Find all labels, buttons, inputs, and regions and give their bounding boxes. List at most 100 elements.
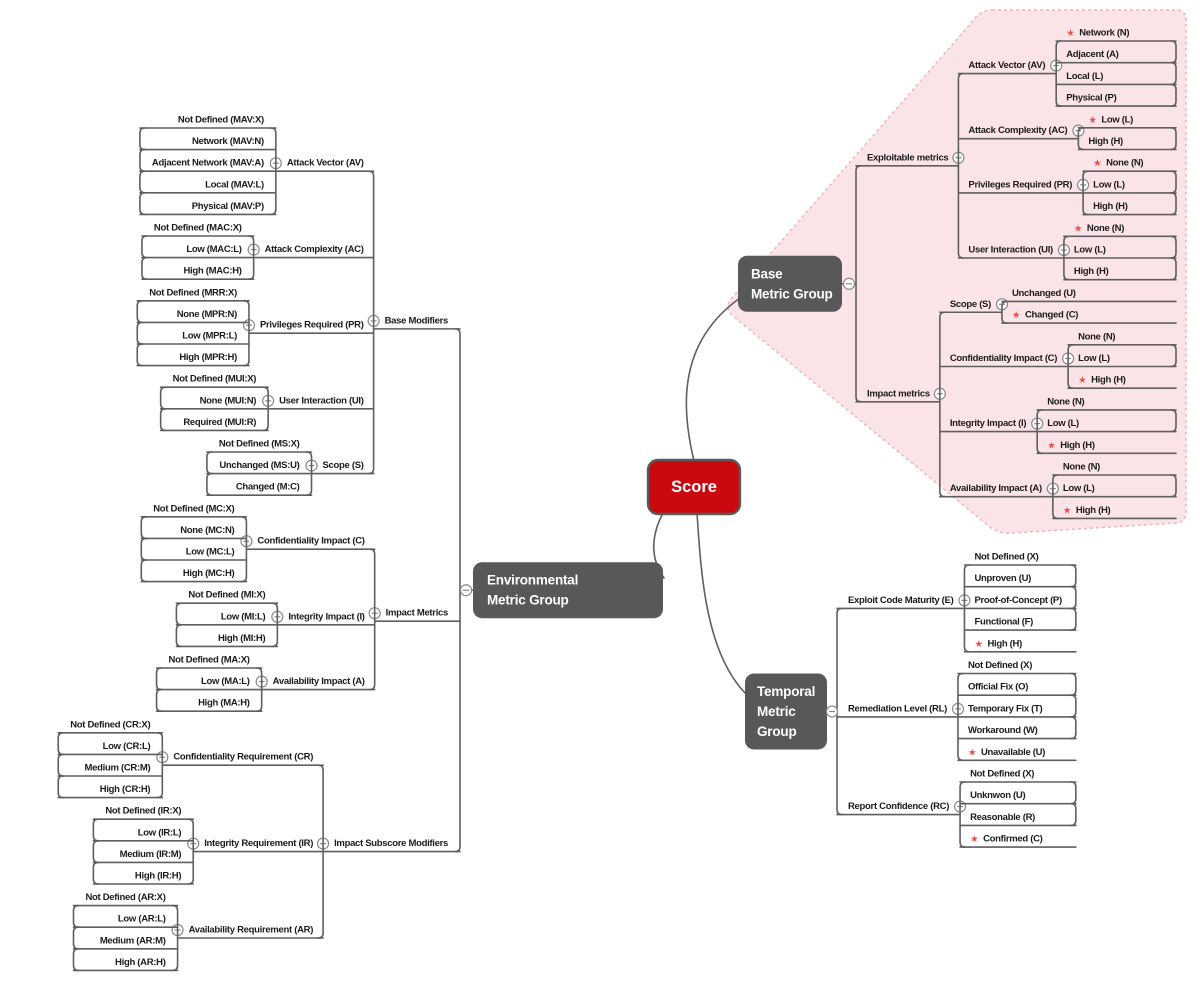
leaf-label: Low (L) [1063,483,1095,494]
connector-line [72,926,80,950]
metric-label: Integrity Impact (I) [288,611,364,622]
leaf-label: High (H) [1076,505,1111,516]
leaf-label: Changed (M:C) [236,482,300,493]
leaf-label: High (H) [1088,136,1123,147]
connector-line [1170,61,1177,86]
leaf-label: High (H) [987,638,1022,649]
leaf-label: Adjacent (A) [1066,49,1118,60]
base-metric-group-node[interactable] [738,255,842,312]
leaf-label: Low (MAC:L) [186,244,241,255]
leaf-label: Low (L) [1101,114,1133,125]
score-section: Score [646,458,742,516]
leaf-label: Not Defined (MAV:X) [178,115,264,126]
temporal-metric-group-section: Exploit Code Maturity (E)Not Defined (X)… [745,552,1077,848]
star-icon: ★ [1012,310,1021,321]
connector-line [159,408,167,432]
connector-line [1170,192,1177,216]
leaf-label: None (N) [1078,331,1115,342]
connector-line [140,537,148,561]
metric-label: Attack Vector (AV) [287,158,364,169]
connector-line [92,818,100,842]
leaf-label: Low (MI:L) [221,611,266,622]
metric-label: Availability Requirement (AR) [189,925,314,936]
leaf-label: Not Defined (X) [968,660,1032,671]
leaf-label: None (MPR:N) [177,309,237,320]
leaf-label: Medium (IR:M) [120,849,182,860]
leaf-label: Low (L) [1074,245,1106,256]
connector-line [141,235,148,259]
base-group-highlight-blob [727,9,1187,534]
star-icon: ★ [1047,440,1056,451]
star-icon: ★ [1093,158,1102,169]
leaf-label: High (MPR:H) [179,352,237,363]
connector-line [136,300,144,324]
leaf-label: Workaround (W) [968,725,1038,736]
connector-line [57,732,65,756]
leaf-label: Official Fix (O) [968,682,1028,693]
connector-line [1170,474,1177,498]
connector-line [171,904,179,972]
metric-label: Attack Vector (AV) [968,60,1045,71]
leaf-label: Unproven (U) [974,573,1031,584]
connector-line [141,256,148,280]
connector-line [1070,781,1077,805]
connector-line [1070,607,1077,631]
connector-line [140,559,148,583]
connector-line [240,516,248,583]
star-icon: ★ [1066,28,1075,39]
leaf-label: Not Defined (MS:X) [219,439,300,450]
connector-line [155,688,163,712]
connector-line [139,192,146,216]
connector-line [959,781,966,848]
connector-line [1070,672,1077,696]
temporal-metric-group-node[interactable] [745,673,827,750]
connector-line [139,148,146,172]
leaf-label: High (MI:H) [218,633,265,644]
metric-label: User Interaction (UI) [968,245,1053,256]
leaf-label: Not Defined (X) [970,769,1034,780]
connector-line [57,753,65,777]
star-icon: ★ [1063,505,1072,516]
leaf-label: None (MUI:N) [200,395,257,406]
leaf-label: High (CR:H) [100,784,151,795]
connector-line [1070,802,1077,827]
connector-line [685,297,741,462]
connector-line [57,775,65,799]
environmental-metric-group-node-label: Environmental [487,573,578,588]
connector-line [206,451,213,475]
leaf-label: Required (MUI:R) [183,417,256,428]
connector-line [139,170,146,194]
leaf-label: Medium (AR:M) [100,935,166,946]
metric-label: Scope (S) [322,460,363,471]
leaf-label: Low (MA:L) [201,676,250,687]
connector-line [140,516,148,540]
leaf-label: Not Defined (MRR:X) [149,287,237,298]
metric-label: Integrity Requirement (IR) [204,838,313,849]
score-node[interactable] [646,458,742,516]
leaf-label: Not Defined (IR:X) [105,806,181,817]
leaf-label: Confirmed (C) [983,834,1043,845]
leaf-label: Temporary Fix (T) [968,703,1043,714]
connector-line [1170,40,1177,64]
metric-label: Remediation Level (RL) [848,703,947,714]
connector-line [1170,127,1177,151]
connector-line [175,602,183,626]
metric-label: Scope (S) [950,299,991,310]
leaf-label: Functional (F) [974,617,1033,628]
leaf-label: Reasonable (R) [970,812,1035,823]
leaf-label: None (MC:N) [180,525,234,536]
leaf-label: Low (IR:L) [138,827,182,838]
temporal-metric-group-node-label: Group [757,724,797,739]
connector-line [136,343,144,367]
leaf-label: Not Defined (CR:X) [70,719,150,730]
connector-line [175,624,183,648]
leaf-label: Not Defined (AR:X) [85,892,165,903]
connector-line [1170,344,1177,368]
connector-line [1170,409,1177,433]
leaf-label: Low (L) [1078,353,1110,364]
connector-line [368,548,376,691]
leaf-label: Not Defined (MA:X) [169,655,250,666]
leaf-label: High (AR:H) [115,957,166,968]
environmental-metric-group-node[interactable] [473,562,663,619]
